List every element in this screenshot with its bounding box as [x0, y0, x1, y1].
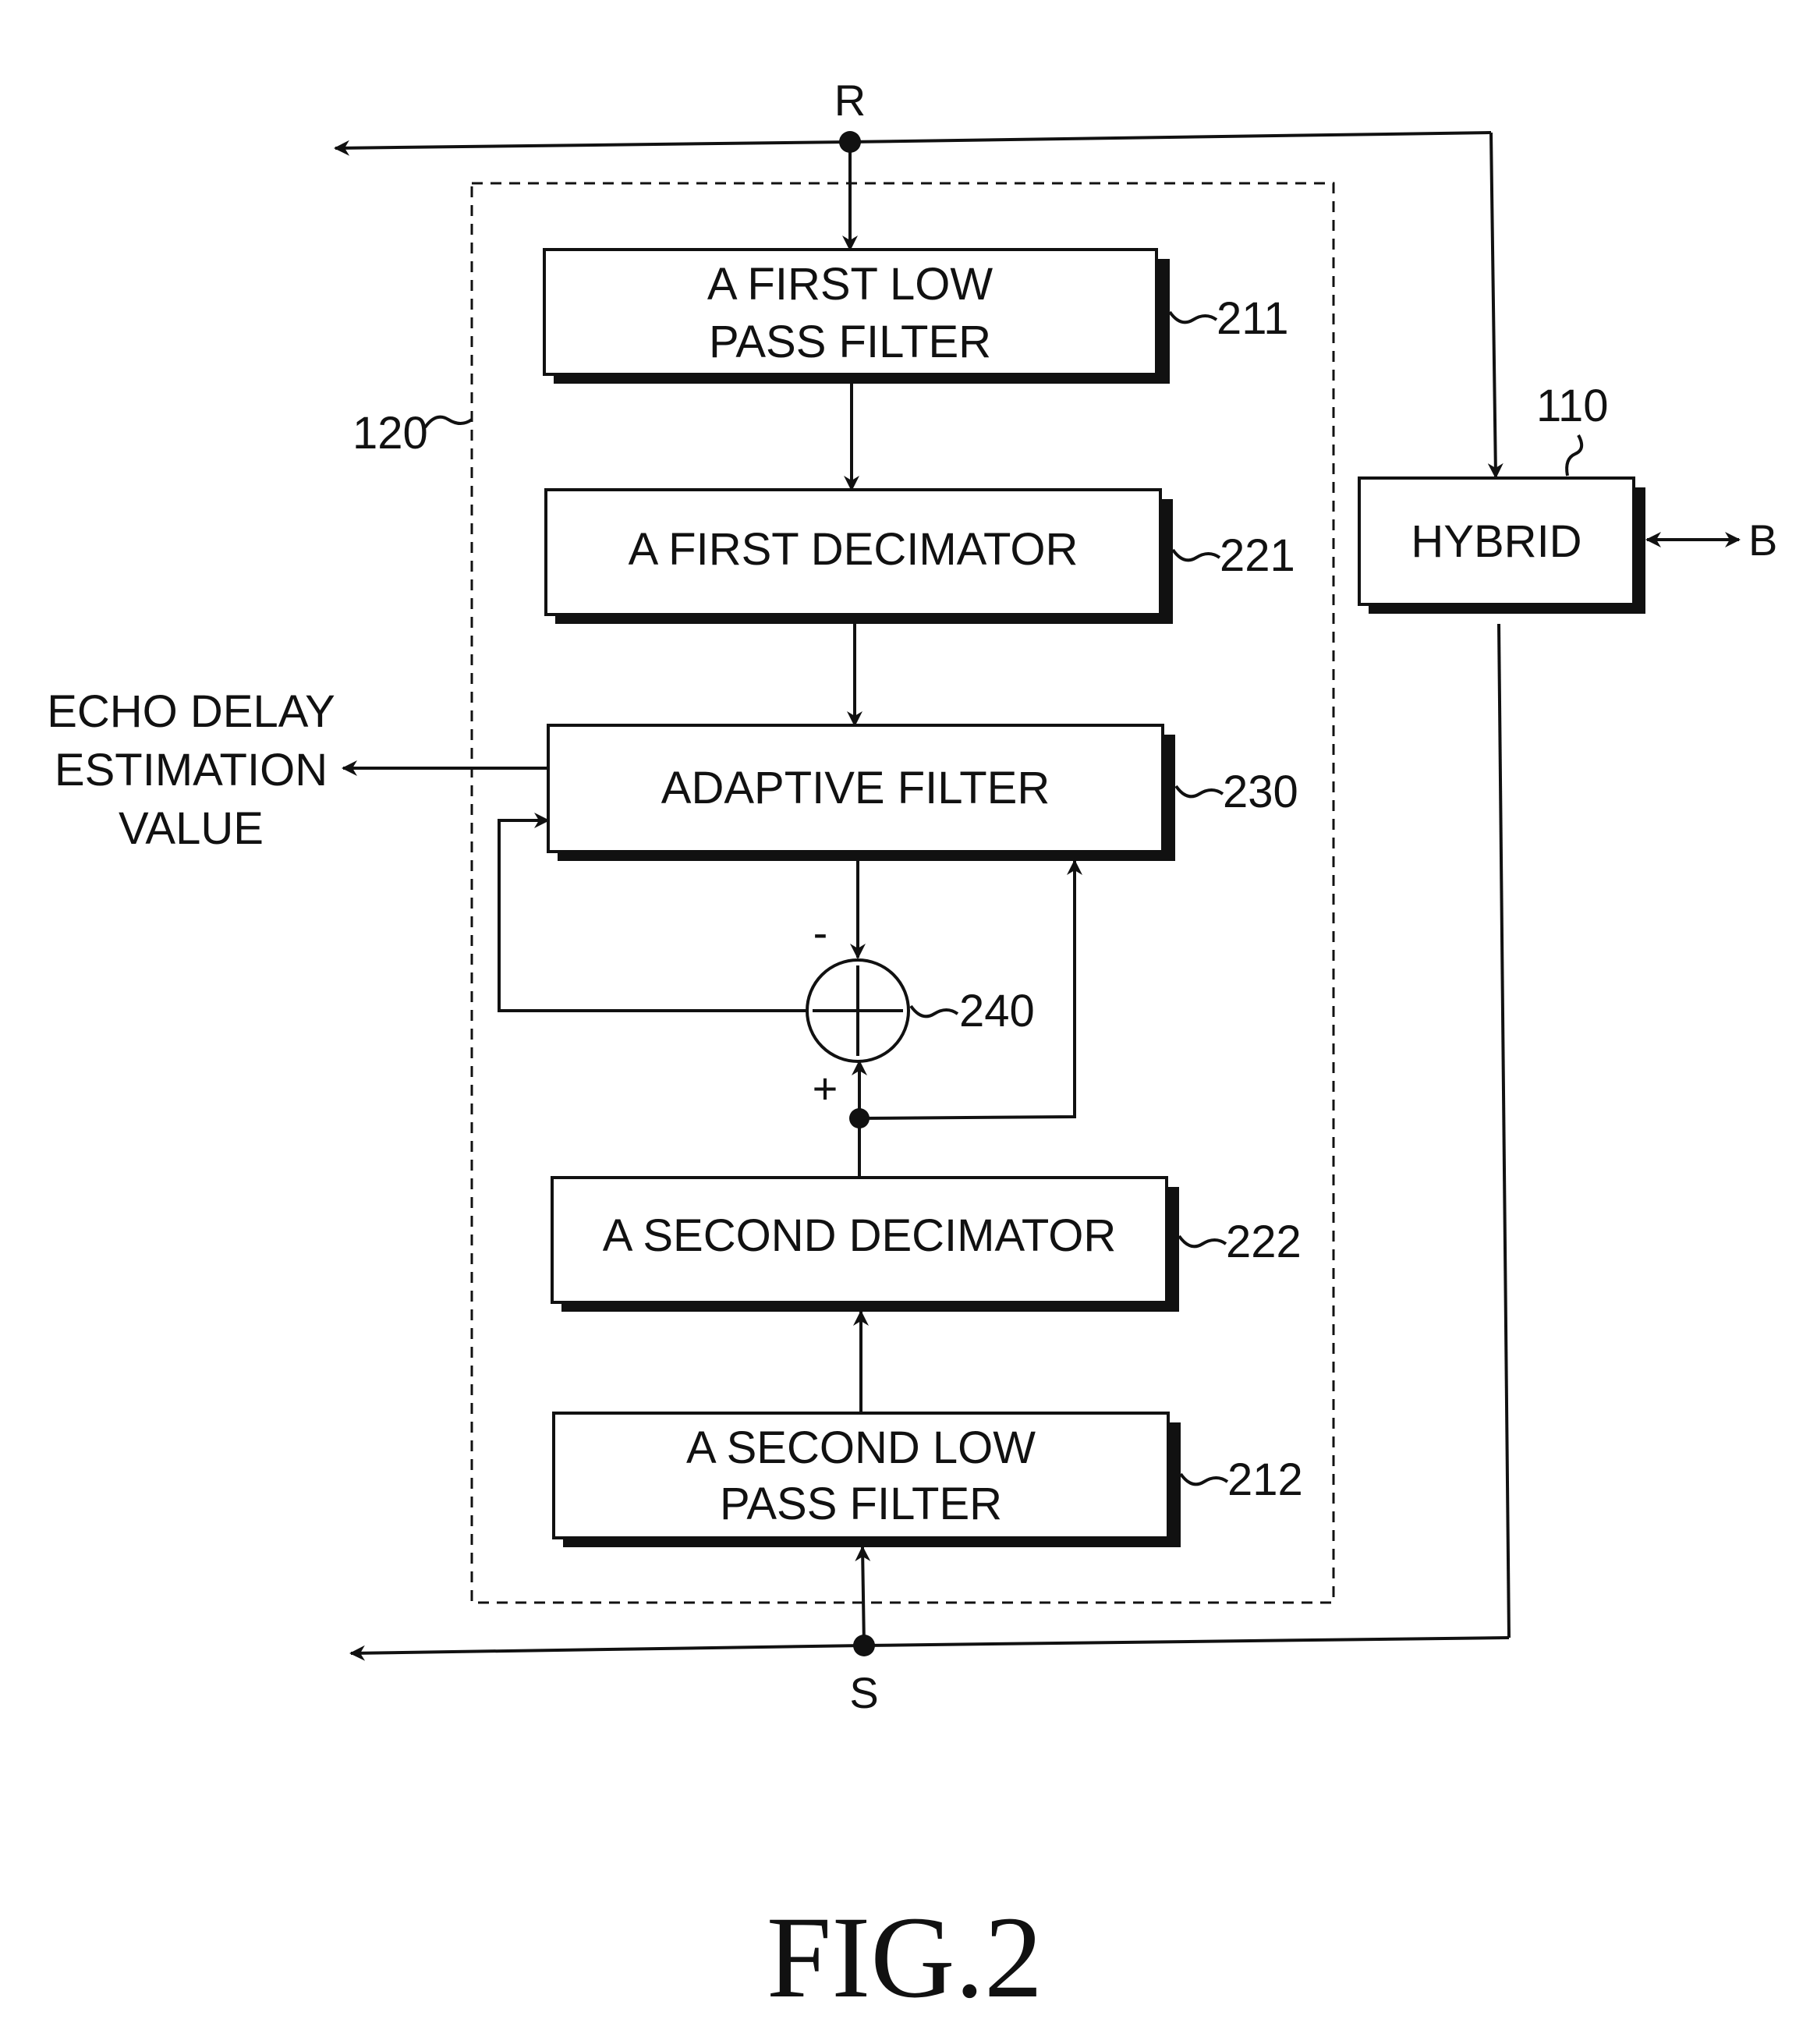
r-signal-wires	[334, 131, 1504, 479]
ref-tilde-240	[909, 1004, 959, 1018]
second-low-pass-filter-line2: PASS FILTER	[720, 1479, 1002, 1529]
adaptive-filter-label: ADAPTIVE FILTER	[661, 763, 1050, 813]
ref-tilde-211	[1168, 310, 1218, 324]
ref-tilde-221	[1171, 548, 1221, 562]
ref-number-212: 212	[1227, 1454, 1303, 1505]
second-decimator-label: A SECOND DECIMATOR	[603, 1210, 1117, 1261]
wire-reference-to-adaptive	[859, 859, 1082, 1120]
echo-label-line2: ESTIMATION	[55, 745, 328, 795]
ref-tilde-230	[1174, 785, 1224, 799]
hybrid-block: HYBRID	[1358, 476, 1645, 614]
hybrid-label: HYBRID	[1411, 516, 1581, 567]
ref-number-110: 110	[1536, 381, 1608, 431]
echo-delay-estimation-label: ECHO DELAY ESTIMATION VALUE	[47, 686, 335, 854]
s-junction-dot	[853, 1635, 875, 1656]
second-low-pass-filter-block: A SECOND LOW PASS FILTER	[552, 1412, 1181, 1547]
first-low-pass-filter-block: A FIRST LOW PASS FILTER	[543, 248, 1170, 384]
wire-error-feedback	[498, 813, 807, 1012]
r-label: R	[834, 76, 866, 125]
first-decimator-label: A FIRST DECIMATOR	[629, 524, 1079, 575]
figure-caption: FIG.2	[767, 1893, 1043, 2022]
s-label: S	[849, 1668, 878, 1717]
first-decimator-block: A FIRST DECIMATOR	[544, 488, 1173, 624]
ref-number-120: 120	[352, 408, 428, 459]
r-junction-dot	[839, 131, 861, 153]
s-signal-wires	[349, 623, 1511, 1661]
echo-label-line1: ECHO DELAY	[47, 686, 335, 737]
ref-tilde-110	[1565, 434, 1584, 476]
first-low-pass-filter-line2: PASS FILTER	[709, 317, 991, 367]
second-decimator-block: A SECOND DECIMATOR	[551, 1176, 1179, 1312]
ref-tilde-222	[1178, 1235, 1227, 1249]
first-low-pass-filter-line1: A FIRST LOW	[707, 259, 994, 310]
b-label: B	[1748, 515, 1777, 565]
ref-number-230: 230	[1223, 767, 1298, 817]
adder-240	[806, 958, 910, 1063]
adaptive-filter-block: ADAPTIVE FILTER	[547, 724, 1175, 861]
ref-number-240: 240	[959, 986, 1035, 1036]
minus-sign: -	[813, 908, 828, 957]
ref-number-221: 221	[1220, 530, 1295, 581]
second-low-pass-filter-line1: A SECOND LOW	[686, 1422, 1036, 1473]
ref-number-211: 211	[1217, 293, 1288, 344]
ref-tilde-120	[423, 415, 473, 429]
ref-tilde-212	[1179, 1472, 1229, 1486]
dashed-enclosure-120	[470, 182, 1335, 1604]
plus-sign: +	[813, 1064, 838, 1113]
echo-label-line3: VALUE	[119, 803, 264, 854]
ref-number-222: 222	[1226, 1217, 1302, 1267]
